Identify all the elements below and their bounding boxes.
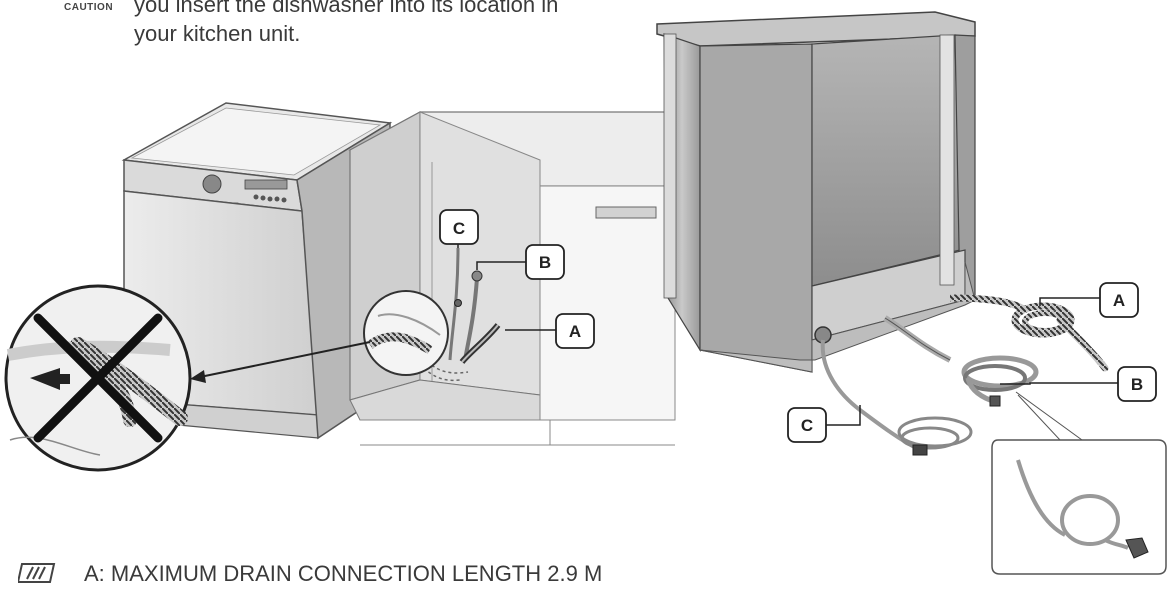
caution-label: CAUTION xyxy=(64,2,114,13)
callout-right-a: A xyxy=(1039,282,1139,318)
caution-text-line-1: you insert the dishwasher into its locat… xyxy=(134,0,559,17)
svg-text:C: C xyxy=(801,416,813,435)
built-in-dishwasher xyxy=(656,11,976,373)
svg-text:B: B xyxy=(539,253,551,272)
svg-text:B: B xyxy=(1131,375,1143,394)
svg-text:A: A xyxy=(569,322,581,341)
note-text: A: MAXIMUM DRAIN CONNECTION LENGTH 2.9 M xyxy=(84,561,603,586)
detail-leader-arrow xyxy=(190,341,371,383)
pointer-arrow-icon xyxy=(30,368,70,390)
hose-a-drain xyxy=(949,294,1109,372)
callout-right-b: B xyxy=(1000,366,1157,402)
hose-detail-magnifier xyxy=(363,290,449,376)
note-row: A: MAXIMUM DRAIN CONNECTION LENGTH 2.9 M xyxy=(18,562,602,592)
svg-text:A: A xyxy=(1113,291,1125,310)
incorrect-hose-routing-detail xyxy=(4,284,192,472)
callout-left-b: B xyxy=(476,244,565,280)
caution-text: you insert the dishwasher into its locat… xyxy=(134,0,634,48)
callout-left-a: A xyxy=(505,313,595,349)
hose-b-inlet xyxy=(961,355,1039,407)
kitchen-cabinet xyxy=(348,110,676,446)
inlet-hose-detail-inset xyxy=(991,391,1167,575)
svg-text:C: C xyxy=(453,219,465,238)
caution-text-line-2: your kitchen unit. xyxy=(134,21,301,46)
callout-left-c: C xyxy=(439,209,479,248)
callout-right-c: C xyxy=(787,405,861,443)
